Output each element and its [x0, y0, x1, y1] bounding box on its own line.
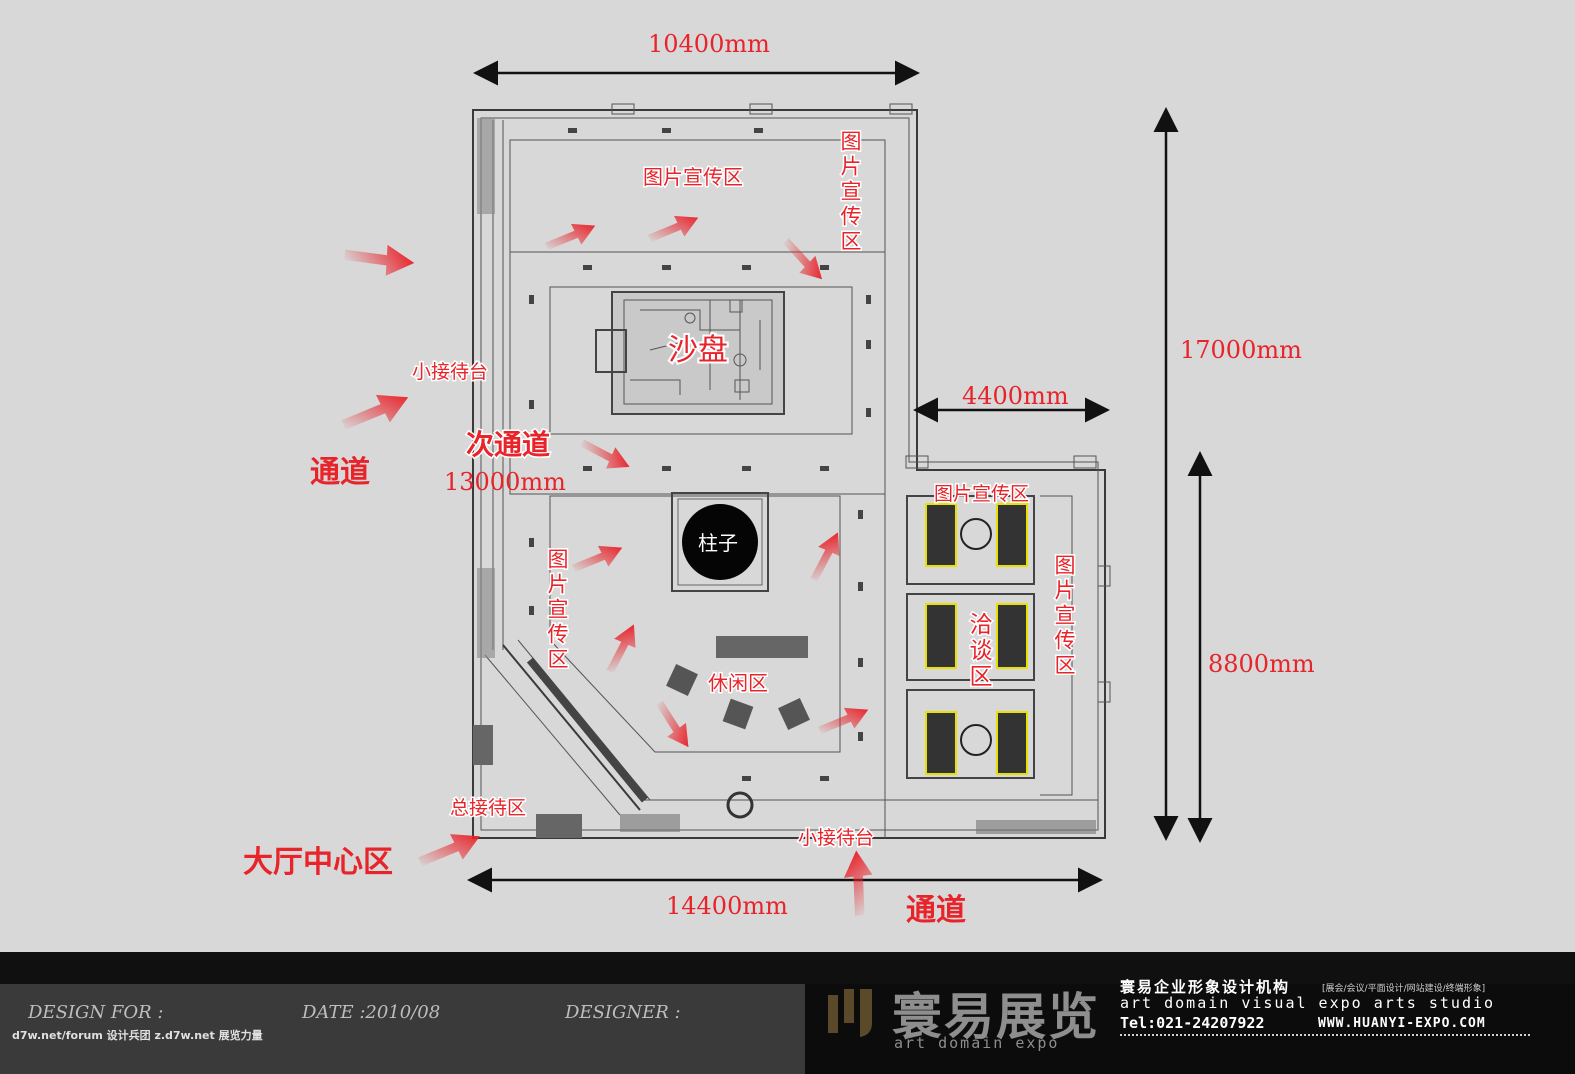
designer-label: DESIGNER :	[565, 1002, 681, 1023]
label-main-reception: 总接待区	[450, 797, 526, 819]
light-fixtures	[529, 128, 871, 781]
label-photo-zone-top: 图片宣传区	[643, 165, 743, 189]
label-photo-zone-left-vertical: 图片宣传区	[545, 548, 569, 673]
design-for-label: DESIGN FOR :	[28, 1002, 164, 1023]
label-leisure-zone: 休闲区	[708, 671, 768, 695]
company-name-cn: 寰易企业形象设计机构	[1120, 978, 1291, 996]
label-passage-bottom: 通道	[906, 893, 966, 928]
label-sand-table: 沙盘	[668, 333, 728, 368]
planter-strips	[477, 118, 1096, 834]
logo-mark-icon	[828, 989, 872, 1037]
label-passage-left: 通道	[310, 455, 370, 490]
negotiation-booths	[906, 495, 1111, 796]
dim-bottom-width: 14400mm	[666, 892, 788, 920]
label-hall-center: 大厅中心区	[243, 845, 393, 880]
company-name-en: art domain visual expo arts studio	[1120, 994, 1496, 1012]
footer-brand-band	[805, 984, 1575, 1074]
company-phone: Tel:021-24207922	[1120, 1014, 1265, 1032]
label-small-reception-left: 小接待台	[412, 361, 488, 383]
leisure-furniture	[666, 636, 810, 730]
footer-info-band	[0, 984, 805, 1074]
reception-desks	[473, 657, 754, 838]
footer-bar: DESIGN FOR : DATE :2010/08 DESIGNER : d7…	[0, 952, 1575, 1074]
logo-chinese: 寰易展览	[892, 988, 1100, 1046]
dim-total-height: 17000mm	[1180, 336, 1302, 364]
logo-english: art domain expo	[894, 1034, 1060, 1052]
dotted-divider	[1120, 1034, 1530, 1036]
pillar	[671, 492, 769, 592]
date-label: DATE :2010/08	[302, 1002, 441, 1023]
forum-note: d7w.net/forum 设计兵团 z.d7w.net 展览力量	[12, 1029, 263, 1042]
company-website: WWW.HUANYI-EXPO.COM	[1318, 1016, 1486, 1031]
company-services: [展会/会议/平面设计/网站建设/终端形象]	[1322, 984, 1486, 994]
label-annex-photo-zone-vertical: 图片宣传区	[1052, 554, 1076, 679]
label-secondary-passage: 次通道	[466, 428, 550, 461]
dim-corridor: 13000mm	[444, 468, 566, 496]
floor-plan: 10400mm 17000mm 4400mm 13000mm 8800mm 14…	[243, 30, 1315, 928]
dim-top-width: 10400mm	[648, 30, 770, 58]
dim-annex-width: 4400mm	[962, 382, 1069, 410]
dim-annex-height: 8800mm	[1208, 650, 1315, 678]
sand-table-model	[595, 291, 785, 415]
dimension-lines	[467, 60, 1213, 893]
label-pillar: 柱子	[698, 531, 738, 555]
label-small-reception-bottom: 小接待台	[798, 827, 874, 849]
label-annex-photo-zone: 图片宣传区	[934, 483, 1029, 505]
label-photo-zone-right-vertical: 图片宣传区	[838, 130, 862, 255]
label-negotiation-zone: 洽谈区	[965, 612, 993, 690]
